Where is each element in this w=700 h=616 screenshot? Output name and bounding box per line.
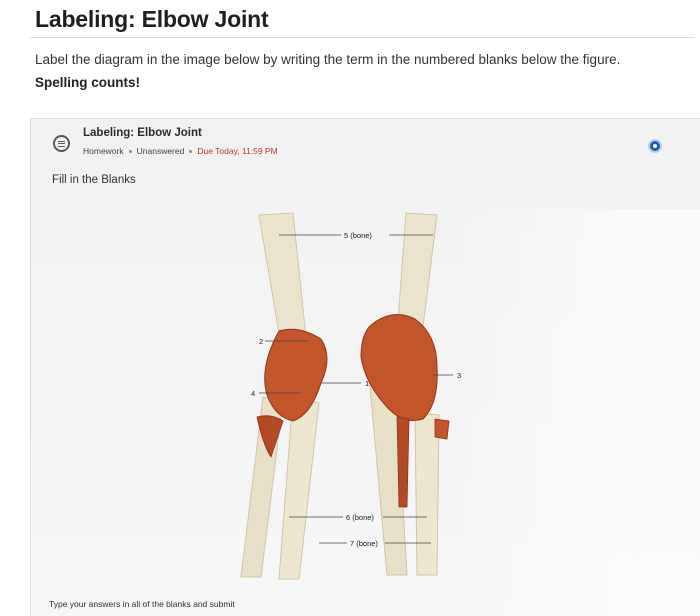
page-title: Labeling: Elbow Joint [35, 6, 269, 32]
section-heading: Fill in the Blanks [52, 174, 136, 186]
radius-right [414, 412, 440, 576]
ligament-left-band [256, 415, 284, 458]
label-3: 3 [457, 371, 461, 380]
elbow-joint-diagram: 5 (bone) 2 1 3 4 6 (bone) 7 (bone) [240, 212, 461, 580]
assignment-meta: Homework Unanswered Due Today, 11:59 PM [83, 146, 278, 156]
ligament-left [264, 328, 328, 422]
assignment-title[interactable]: Labeling: Elbow Joint [83, 127, 202, 139]
ligament-right-tab [434, 418, 450, 440]
label-1: 1 [365, 379, 369, 388]
assignment-icon [53, 135, 70, 152]
ligament-right-band [396, 416, 410, 508]
assignment-type: Homework [83, 146, 124, 156]
assignment-photo: Labeling: Elbow Joint Homework Unanswered… [30, 118, 700, 616]
label-4: 4 [251, 389, 255, 398]
assignment-status: Unanswered [136, 146, 185, 156]
ligament-right [360, 314, 438, 421]
label-6: 6 (bone) [346, 513, 374, 522]
radius-left [278, 396, 320, 580]
instructions-text: Label the diagram in the image below by … [35, 52, 621, 67]
separator-dot [189, 150, 193, 154]
info-icon[interactable] [648, 139, 662, 153]
title-divider [30, 37, 695, 38]
separator-dot [128, 150, 132, 154]
answer-instructions: Type your answers in all of the blanks a… [49, 599, 235, 609]
spelling-note: Spelling counts! [35, 75, 141, 90]
label-5: 5 (bone) [344, 231, 372, 240]
label-2: 2 [259, 337, 263, 346]
label-7: 7 (bone) [350, 539, 378, 548]
assignment-due: Due Today, 11:59 PM [197, 146, 278, 156]
